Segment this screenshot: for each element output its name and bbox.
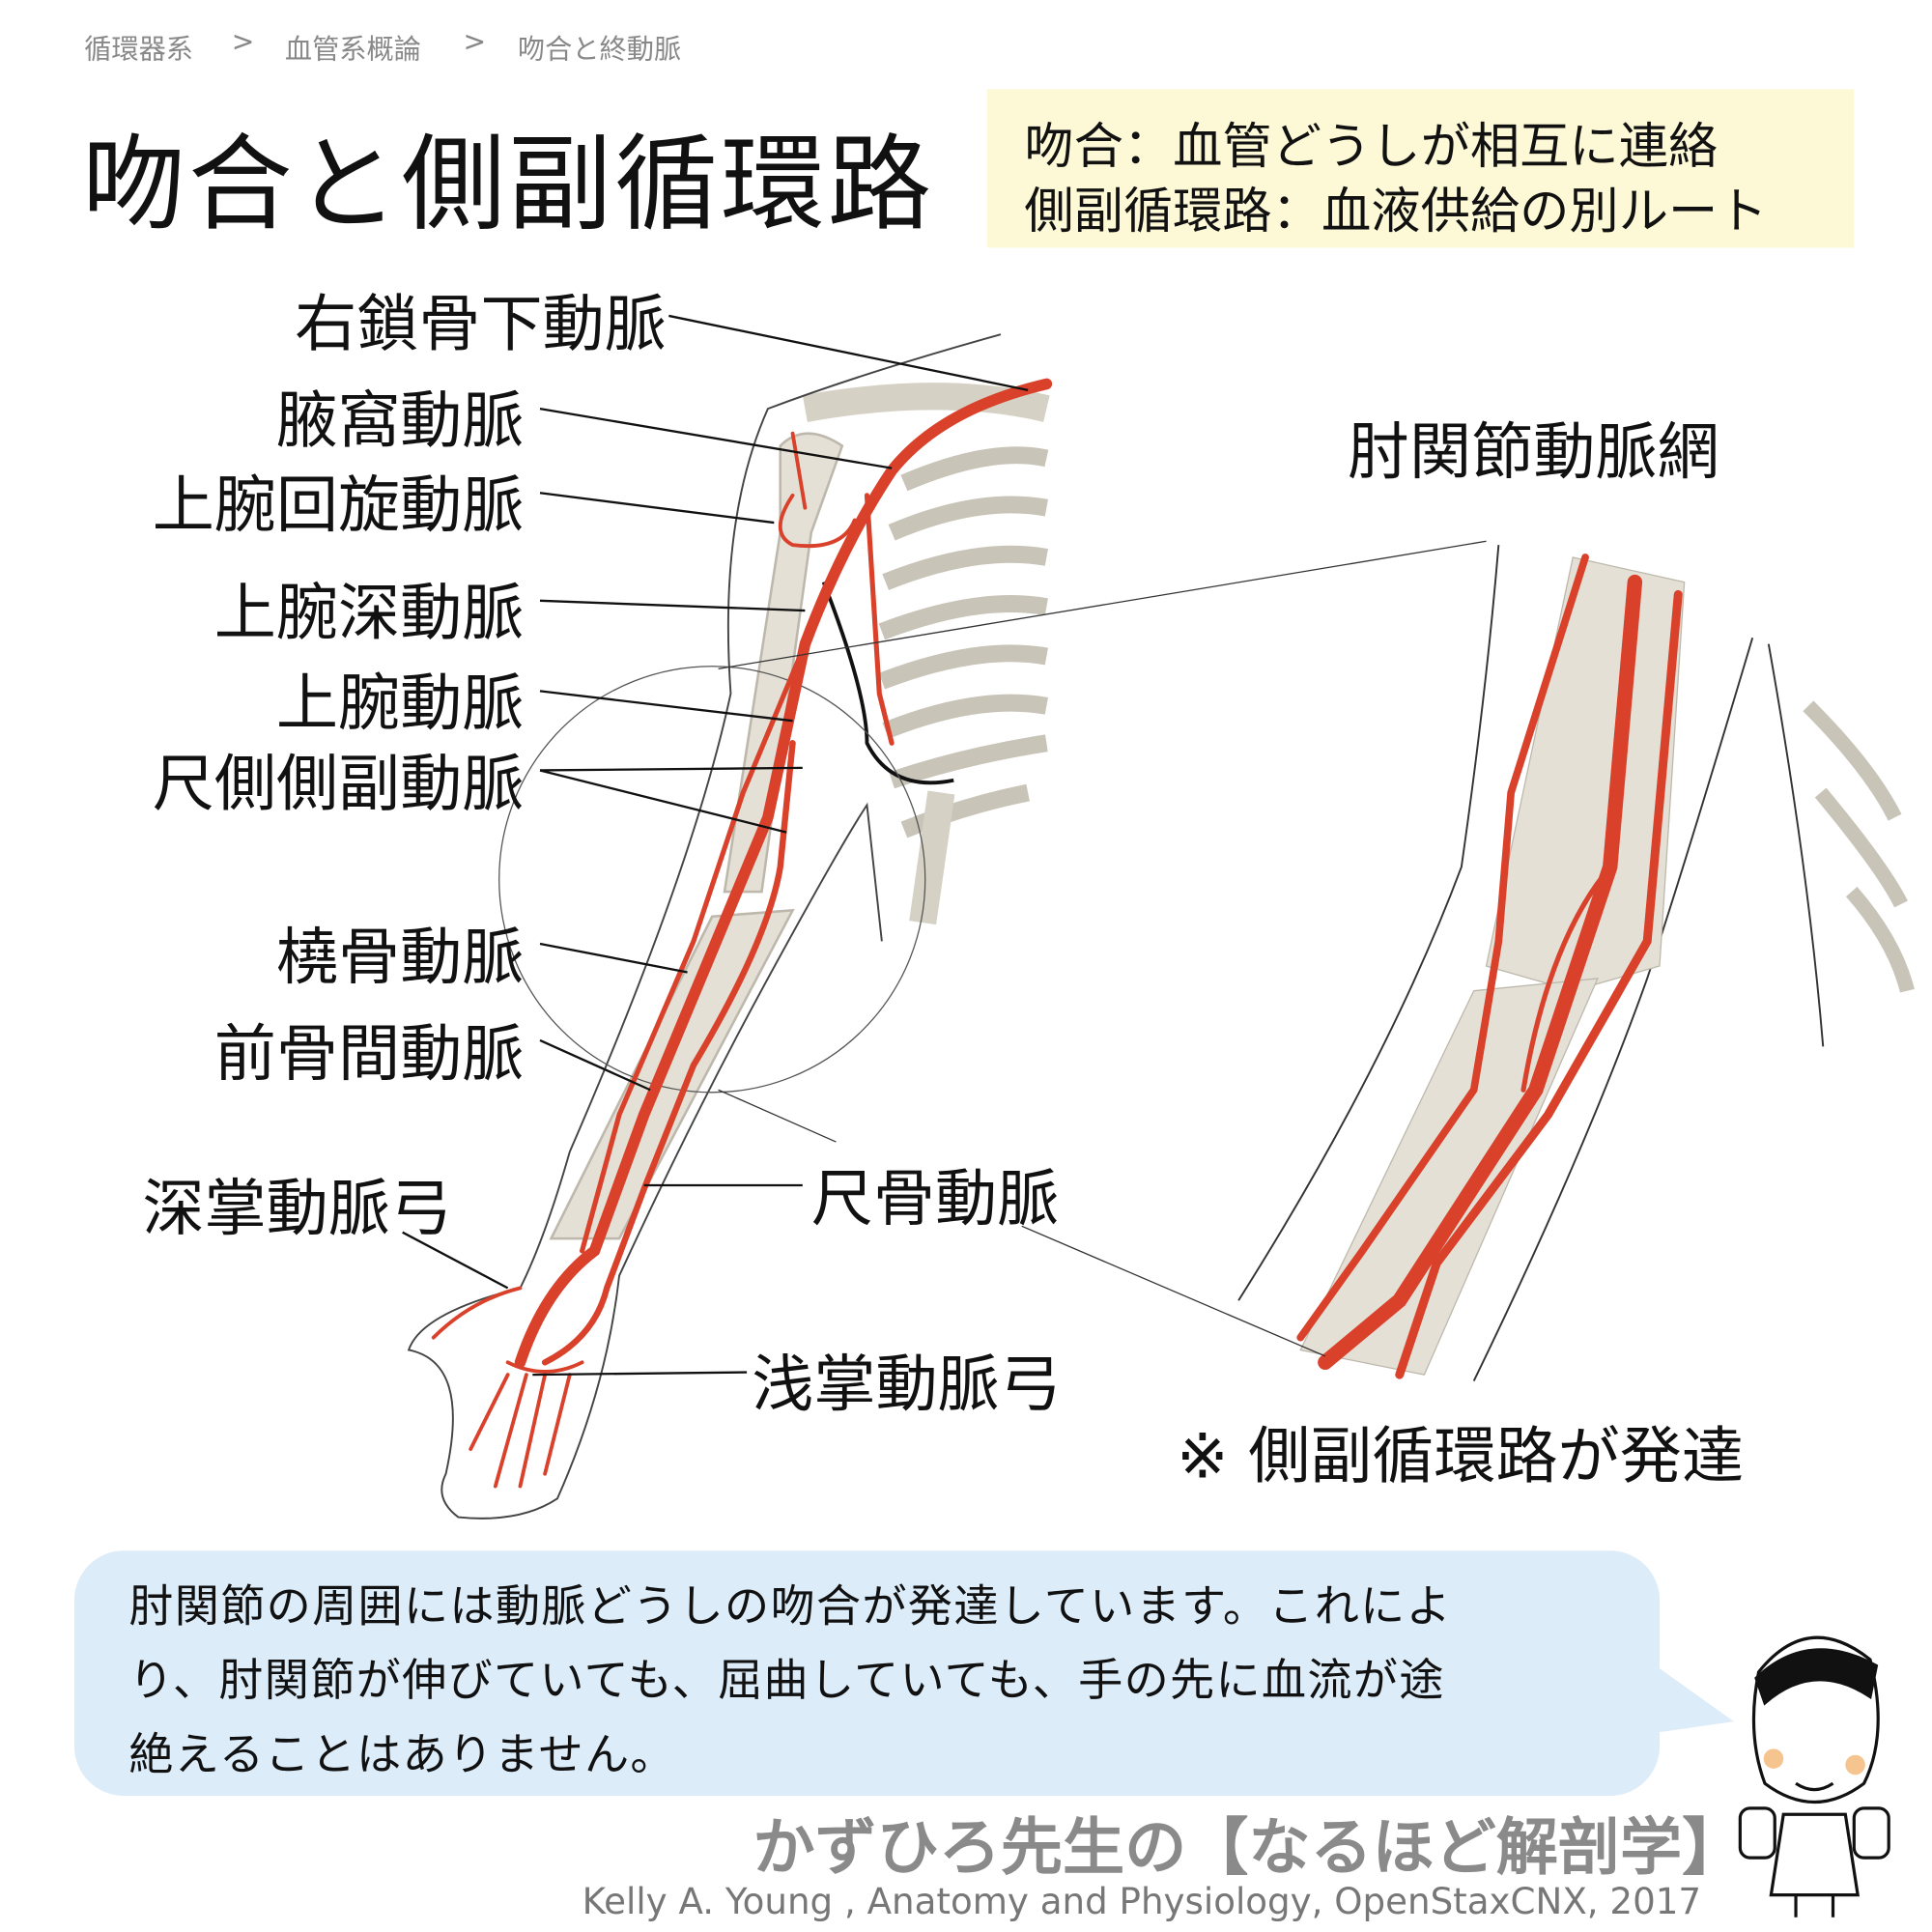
brand-name: かずひろ先生の【なるほど解剖学】 [753,1811,1745,1885]
explanation-line: 肘関節の周囲には動脈どうしの吻合が発達しています。これによ [128,1581,1453,1633]
magnifier-circle [498,666,926,1094]
citation: Kelly A. Young , Anatomy and Physiology,… [582,1880,1702,1922]
label-circumflex: 上腕回旋動脈 [152,469,525,542]
label-deep-brachial: 上腕深動脈 [213,577,525,649]
ribcage [878,446,1049,838]
definition-box: 吻合：血管どうしが相互に連絡 側副循環路：血液供給の別ルート [986,89,1855,248]
breadcrumb-separator: > [463,27,487,59]
speech-bubble-tail [1647,1660,1734,1734]
label-collateral-note: ※ 側副循環路が発達 [1176,1420,1744,1492]
breadcrumb-separator: > [231,27,255,59]
label-radial: 橈骨動脈 [275,921,525,994]
arm-bones [549,432,844,1240]
label-axillary: 腋窩動脈 [275,384,525,458]
label-elbow-network: 肘関節動脈網 [1347,415,1719,489]
label-superficial-palmar-arch: 浅掌動脈弓 [752,1349,1062,1421]
page-title: 吻合と側副循環路 [81,124,934,245]
breadcrumb-item[interactable]: 循環器系 [84,34,194,66]
arteries [431,378,1053,1489]
elbow-inset [1237,545,1915,1381]
label-ulnar-collateral: 尺側側副動脈 [152,748,525,820]
clavicle [802,383,1050,422]
explanation-line: り、肘関節が伸びていても、屈曲していても、手の先に血流が途 [128,1656,1445,1707]
label-ulnar: 尺骨動脈 [810,1162,1060,1236]
sternum [909,790,955,925]
label-deep-palmar-arch: 深掌動脈弓 [142,1173,452,1245]
breadcrumb-item[interactable]: 吻合と終動脈 [517,34,682,66]
explanation-line: 絶えることはありません。 [128,1730,676,1781]
trunk-outline [821,581,954,785]
explanation-bubble: 肘関節の周囲には動脈どうしの吻合が発達しています。これによ り、肘関節が伸びてい… [73,1550,1661,1797]
label-subclavian: 右鎖骨下動脈 [295,288,667,361]
definition-anastomosis: 吻合：血管どうしが相互に連絡 [1024,119,1719,177]
leader-lines [402,314,1029,1377]
label-brachial: 上腕動脈 [275,668,525,740]
breadcrumb-item[interactable]: 血管系概論 [284,34,421,66]
label-interosseous: 前骨間動脈 [213,1017,525,1091]
teacher-cartoon [1738,1635,1890,1918]
definition-collateral: 側副循環路：血液供給の別ルート [1024,183,1768,241]
body-outline [407,333,1002,1520]
inset-connector-lines [718,540,1487,1357]
